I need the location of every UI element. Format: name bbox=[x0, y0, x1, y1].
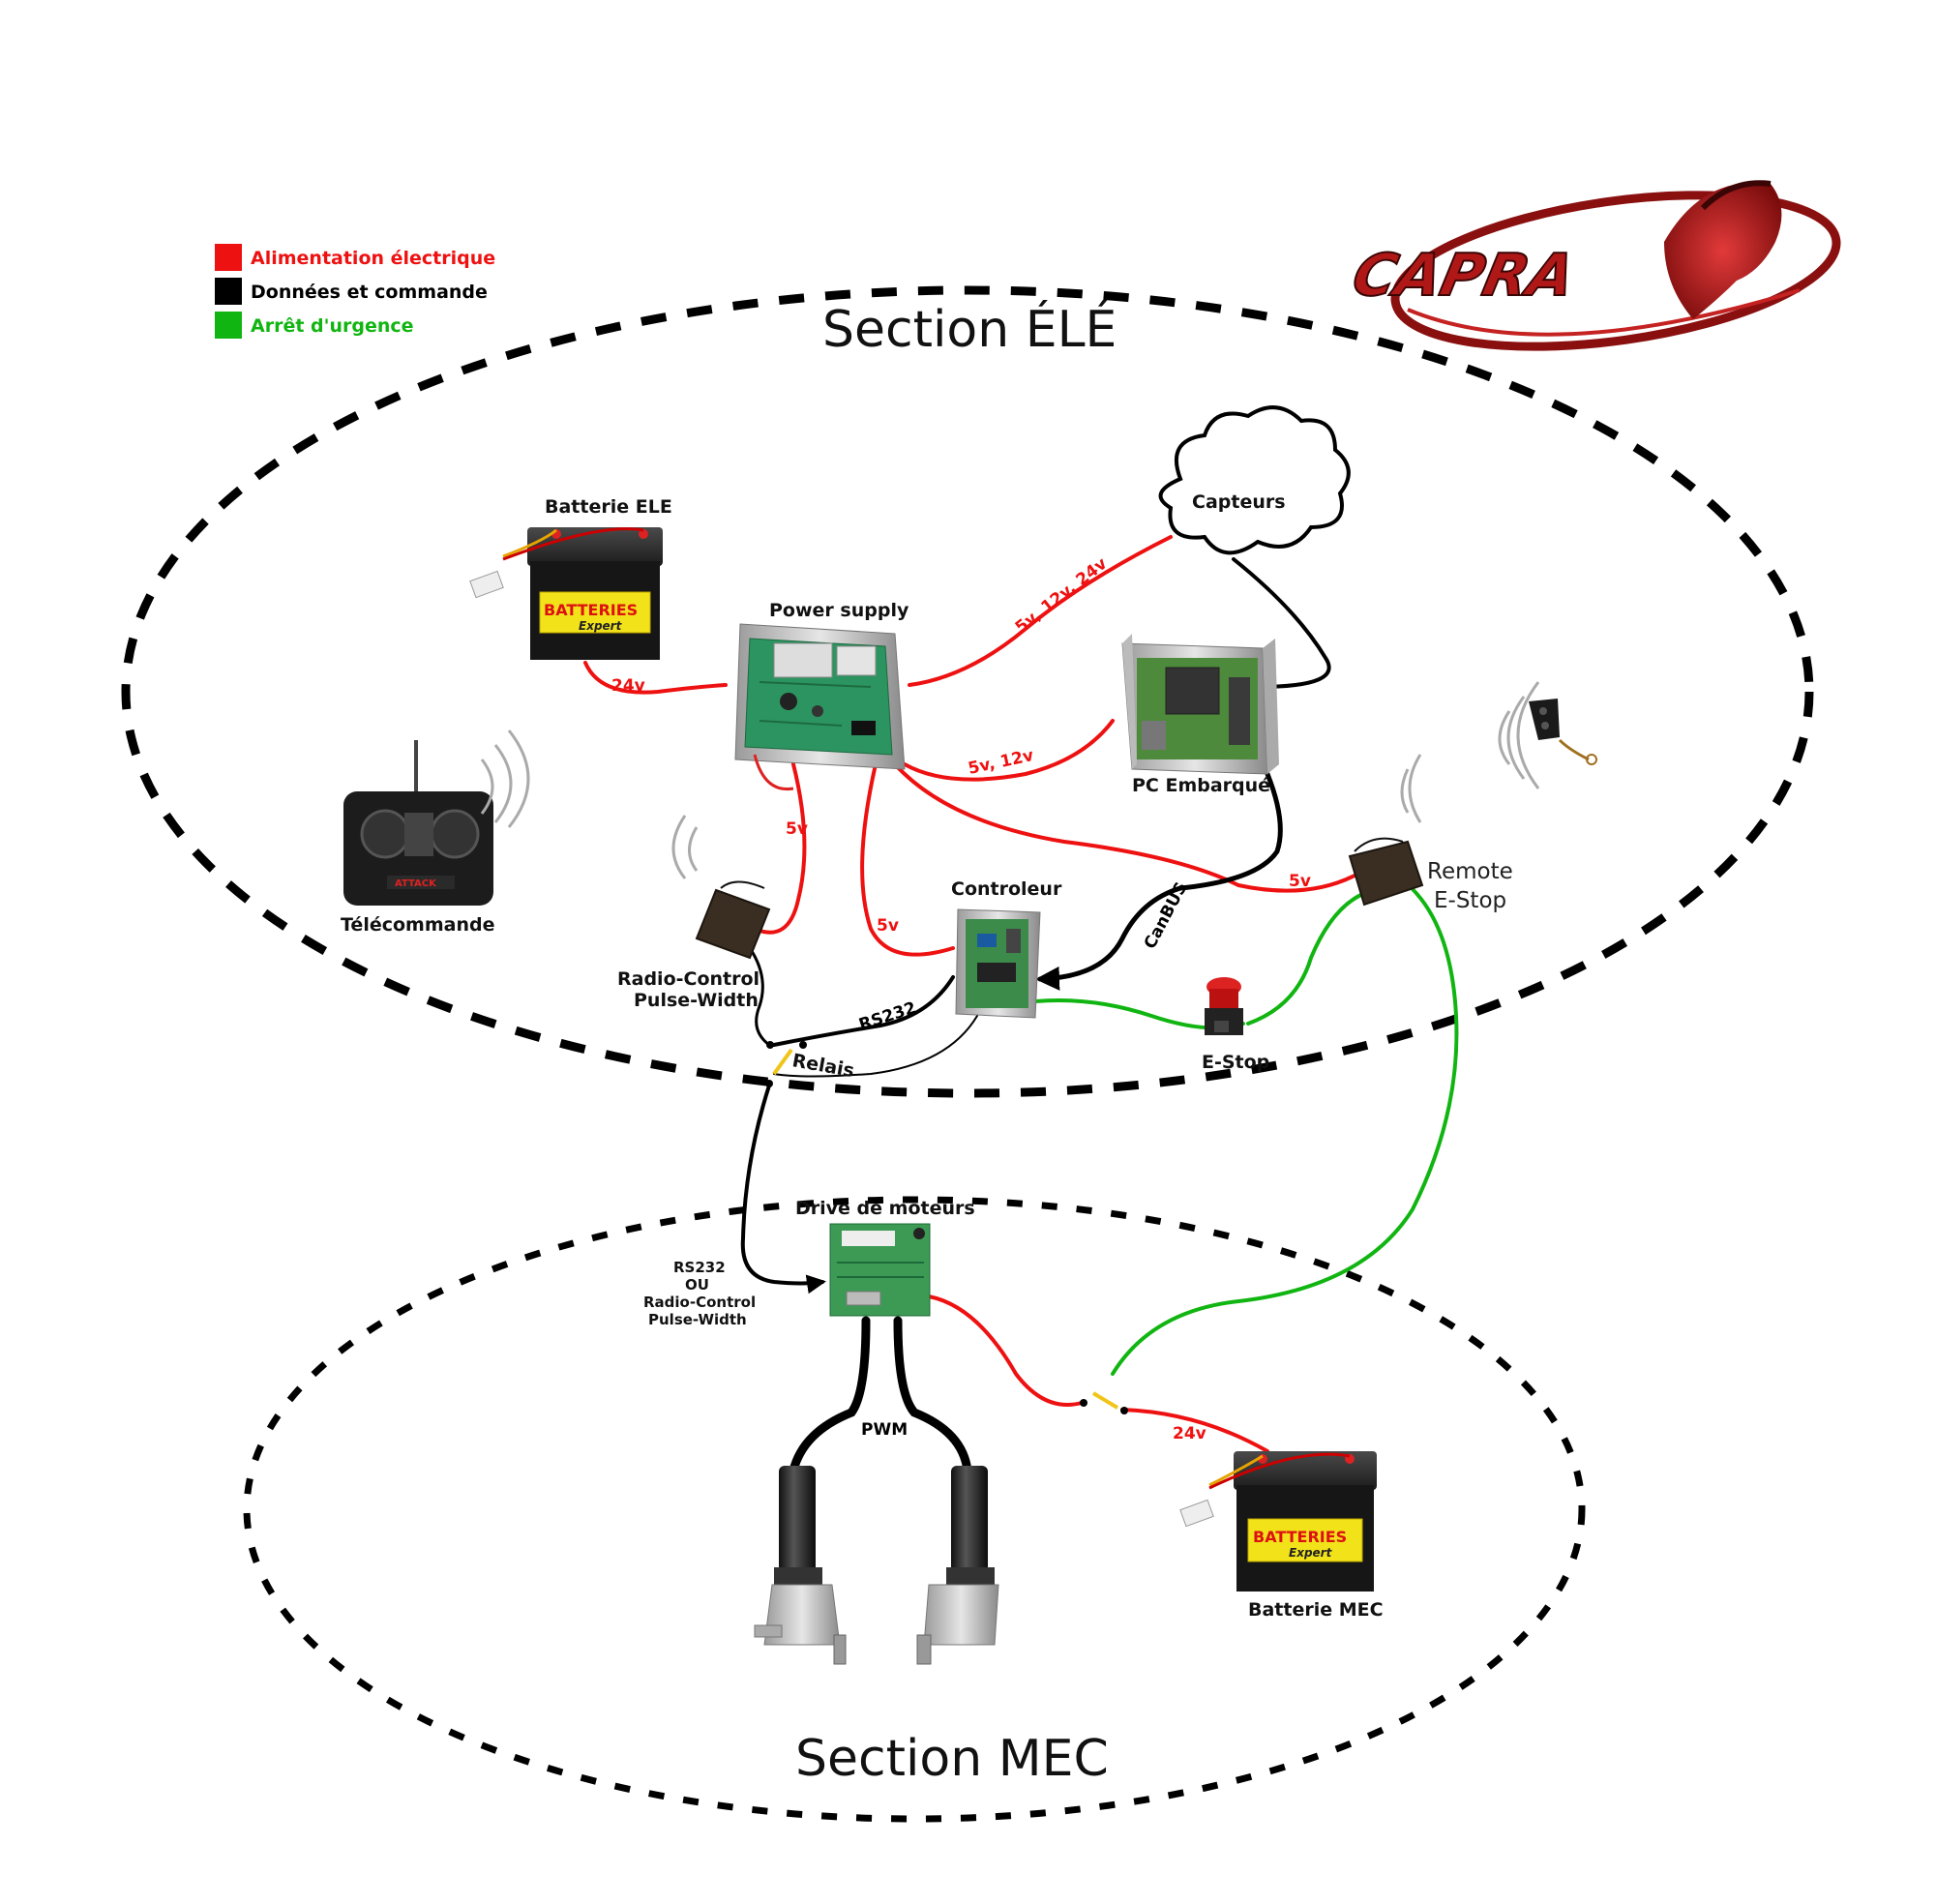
signal-waves-icon bbox=[1498, 710, 1511, 765]
capteurs-cloud: Capteurs bbox=[1158, 405, 1351, 555]
motor-right bbox=[916, 1466, 999, 1665]
drive-input-1: RS232 bbox=[673, 1259, 726, 1276]
battery-mec-label: Batterie MEC bbox=[1248, 1599, 1384, 1621]
remote-estop-label-2: E-Stop bbox=[1434, 888, 1506, 913]
wire-label-canbus: CanBUS bbox=[1141, 879, 1192, 953]
wire-psu-capteurs bbox=[908, 535, 1173, 687]
wire-rc-relay bbox=[748, 946, 771, 1047]
section-ele-title: Section ÉLÉ bbox=[822, 300, 1117, 359]
wire-rs232 bbox=[772, 975, 955, 1047]
power-supply: Power supply bbox=[734, 600, 909, 791]
drive-label: Drive de moteurs bbox=[795, 1198, 975, 1219]
rc-label-2: Pulse-Width bbox=[634, 990, 759, 1011]
keyfob-remote bbox=[1498, 681, 1597, 789]
wire-ctrl-relay bbox=[773, 1015, 978, 1078]
estop-button: E-Stop bbox=[1202, 977, 1269, 1073]
rc-receiver: Radio-Control Pulse-Width bbox=[617, 815, 771, 1011]
section-ele: Section ÉLÉ bbox=[121, 285, 1814, 1098]
wire-psu-ctrl bbox=[860, 762, 955, 957]
controleur: Controleur bbox=[951, 878, 1062, 1019]
remote-estop-label-1: Remote bbox=[1427, 859, 1513, 884]
wire-psu-rc bbox=[753, 762, 807, 935]
battery-mec: BATTERIES Expert Batterie MEC bbox=[1179, 1451, 1384, 1621]
wire-canbus bbox=[1035, 771, 1283, 991]
wire-capteurs-pc bbox=[1232, 557, 1331, 689]
battery-ele: Batterie ELE BATTERIES Expert bbox=[469, 496, 672, 660]
controleur-label: Controleur bbox=[951, 878, 1062, 900]
wire-relay-drive bbox=[740, 1084, 826, 1294]
legend-swatch-data bbox=[215, 278, 242, 305]
legend-swatch-power bbox=[215, 244, 242, 271]
drive-input-3: Radio-Control bbox=[643, 1294, 756, 1311]
pc-label: PC Embarqué bbox=[1132, 775, 1270, 796]
legend: Alimentation électrique Données et comma… bbox=[215, 244, 495, 339]
telecommande-brand: ATTACK bbox=[395, 878, 437, 889]
battery-mec-brand-2: Expert bbox=[1289, 1546, 1333, 1560]
logo-text: CAPRA bbox=[1347, 243, 1581, 310]
signal-waves-icon bbox=[688, 826, 699, 872]
remote-estop-receiver: Remote E-Stop bbox=[1348, 754, 1513, 913]
capra-logo: CAPRA bbox=[1346, 180, 1841, 351]
battery-ele-brand-2: Expert bbox=[579, 619, 623, 633]
telecommande: ATTACK Télécommande bbox=[341, 729, 530, 936]
signal-waves-icon bbox=[480, 759, 494, 815]
legend-label-power: Alimentation électrique bbox=[251, 248, 495, 269]
signal-waves-icon bbox=[1400, 768, 1410, 814]
wire-estop-remote bbox=[1246, 888, 1376, 1026]
wire-label-pwm: PWM bbox=[861, 1420, 908, 1440]
wire-pwm-right bbox=[893, 1316, 972, 1475]
estop-label: E-Stop bbox=[1202, 1052, 1269, 1073]
legend-label-estop: Arrêt d'urgence bbox=[251, 315, 414, 337]
wire-label-rs232: RS232 bbox=[856, 998, 918, 1035]
wire-pwm-left bbox=[789, 1316, 871, 1475]
motor-drive: Drive de moteurs RS232 OU Radio-Control … bbox=[643, 1198, 975, 1328]
relay-ele bbox=[765, 1041, 807, 1087]
pc-embarque: PC Embarqué bbox=[1121, 634, 1279, 796]
wire-relay-batt-mec bbox=[1120, 1408, 1269, 1453]
wire-psu-pc bbox=[903, 719, 1115, 782]
wire-psu-remote bbox=[893, 762, 1356, 893]
goat-head-icon bbox=[1664, 182, 1782, 319]
wire-label-24v-mec: 24v bbox=[1173, 1424, 1206, 1443]
wires bbox=[583, 535, 1459, 1475]
wire-batt-psu bbox=[583, 661, 728, 695]
battery-ele-label: Batterie ELE bbox=[545, 496, 672, 518]
wire-remote-relay bbox=[1111, 878, 1459, 1376]
capteurs-label: Capteurs bbox=[1192, 491, 1286, 513]
wire-label-psu-capteurs: 5v, 12v, 24v bbox=[1012, 554, 1111, 638]
legend-swatch-estop bbox=[215, 312, 242, 339]
relay-mec bbox=[1080, 1391, 1128, 1414]
wire-label-psu-rc: 5v bbox=[786, 819, 808, 839]
section-mec: Section MEC bbox=[243, 1196, 1586, 1823]
wire-label-24v-ele: 24v bbox=[611, 676, 645, 696]
battery-mec-brand: BATTERIES bbox=[1253, 1528, 1347, 1546]
wire-drive-relay bbox=[927, 1294, 1084, 1407]
battery-ele-brand: BATTERIES bbox=[544, 601, 638, 619]
motor-left bbox=[754, 1466, 847, 1665]
wire-label-psu-ctrl: 5v bbox=[877, 916, 899, 936]
legend-label-data: Données et commande bbox=[251, 282, 488, 303]
telecommande-label: Télécommande bbox=[341, 914, 494, 936]
drive-input-4: Pulse-Width bbox=[648, 1311, 747, 1328]
section-mec-title: Section MEC bbox=[795, 1730, 1109, 1788]
rc-label-1: Radio-Control bbox=[617, 968, 760, 990]
power-supply-label: Power supply bbox=[769, 600, 909, 621]
drive-input-2: OU bbox=[685, 1276, 709, 1294]
wire-label-psu-remote: 5v bbox=[1289, 872, 1311, 891]
